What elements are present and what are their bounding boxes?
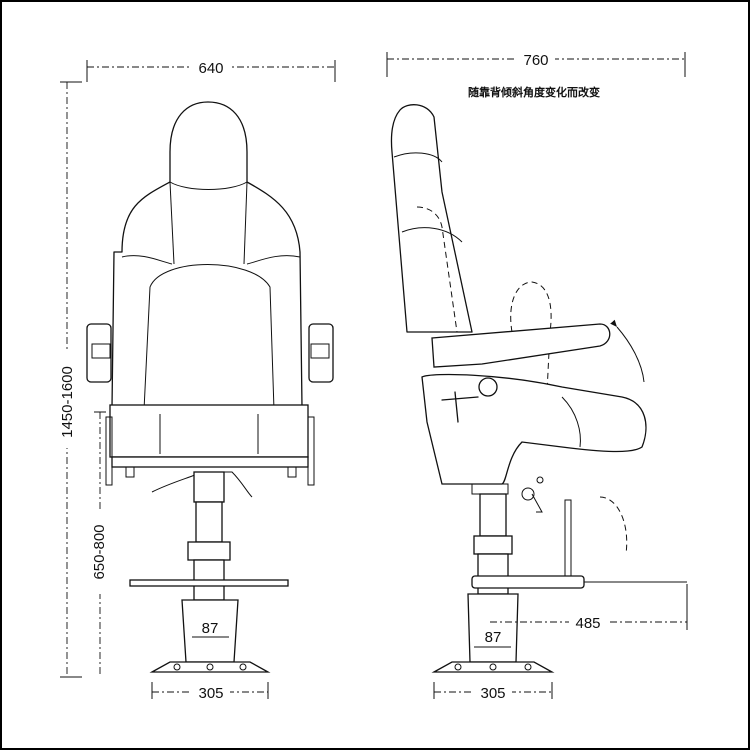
seat-cushion — [109, 404, 309, 458]
side-frame-left — [105, 416, 113, 486]
wing-seam-right — [246, 255, 301, 265]
side-back-seam — [401, 227, 463, 243]
bolt — [173, 663, 181, 671]
label-bg — [569, 613, 607, 631]
lever-hub — [521, 487, 535, 501]
side-head-seam — [393, 152, 443, 163]
seat-base-plate — [111, 456, 309, 468]
armrest-right-pad — [310, 343, 330, 359]
wing-seam-left — [121, 255, 173, 265]
dim-base-side: 305 — [480, 685, 505, 702]
front-view — [86, 101, 334, 673]
label-bg — [192, 58, 230, 76]
side-base-plate — [431, 661, 555, 673]
side-pedestal — [467, 593, 519, 663]
foot-r — [287, 466, 297, 478]
dim-side-depth: 760 — [523, 52, 548, 69]
armrest-right — [308, 323, 334, 383]
dim-base-front: 305 — [198, 685, 223, 702]
recline-knob — [478, 377, 498, 397]
side-seat — [421, 373, 647, 485]
armrest-left — [86, 323, 112, 383]
knob-lever — [454, 391, 459, 423]
recline-ghost — [416, 206, 458, 333]
dim-seat-height: 650-800 — [91, 524, 108, 579]
bolt — [524, 663, 532, 671]
bolt — [489, 663, 497, 671]
dim-total-height: 1450-1600 — [59, 366, 76, 438]
side-lever — [531, 493, 543, 513]
back-cushion — [143, 264, 275, 411]
swivel-head — [193, 471, 225, 503]
side-view — [390, 104, 687, 673]
seam-r — [243, 181, 248, 265]
label-bg — [55, 352, 79, 448]
footrest-ghost — [599, 496, 628, 555]
recline-arrow — [610, 319, 645, 383]
backrest-outline — [111, 101, 303, 408]
footrest-support — [564, 499, 572, 577]
footrest-front — [129, 579, 289, 587]
side-armrest — [431, 323, 611, 368]
recline-note: 随靠背倾斜角度变化而改变 — [468, 85, 600, 99]
headrest-seam — [169, 181, 248, 190]
label-bg — [517, 50, 555, 68]
side-footrest-bracket — [471, 575, 585, 589]
recline-ghost-2 — [510, 281, 552, 393]
foot-l — [125, 466, 135, 478]
label-bg — [88, 512, 112, 594]
side-seat-seam — [561, 396, 581, 448]
side-height-collar — [473, 535, 513, 555]
dim-front-width: 640 — [198, 60, 223, 77]
side-mount — [471, 483, 509, 495]
dim-column-front: 87 — [202, 620, 219, 637]
bolt — [206, 663, 214, 671]
pin — [536, 476, 544, 484]
dim-footrest-depth: 485 — [575, 615, 600, 632]
dimension-lines — [60, 52, 688, 699]
armrest-left-pad — [91, 343, 111, 359]
dim-column-side: 87 — [485, 629, 502, 646]
bolt — [239, 663, 247, 671]
side-frame-right — [307, 416, 315, 486]
side-backrest — [390, 104, 473, 333]
label-bg — [474, 683, 512, 701]
bolt — [454, 663, 462, 671]
height-collar — [187, 541, 231, 561]
base-plate-front — [149, 661, 271, 673]
upper-column — [195, 501, 223, 543]
label-bg — [192, 683, 230, 701]
seam-l — [169, 181, 175, 265]
side-upper-column — [479, 493, 507, 537]
knob-lever-2 — [441, 396, 479, 401]
